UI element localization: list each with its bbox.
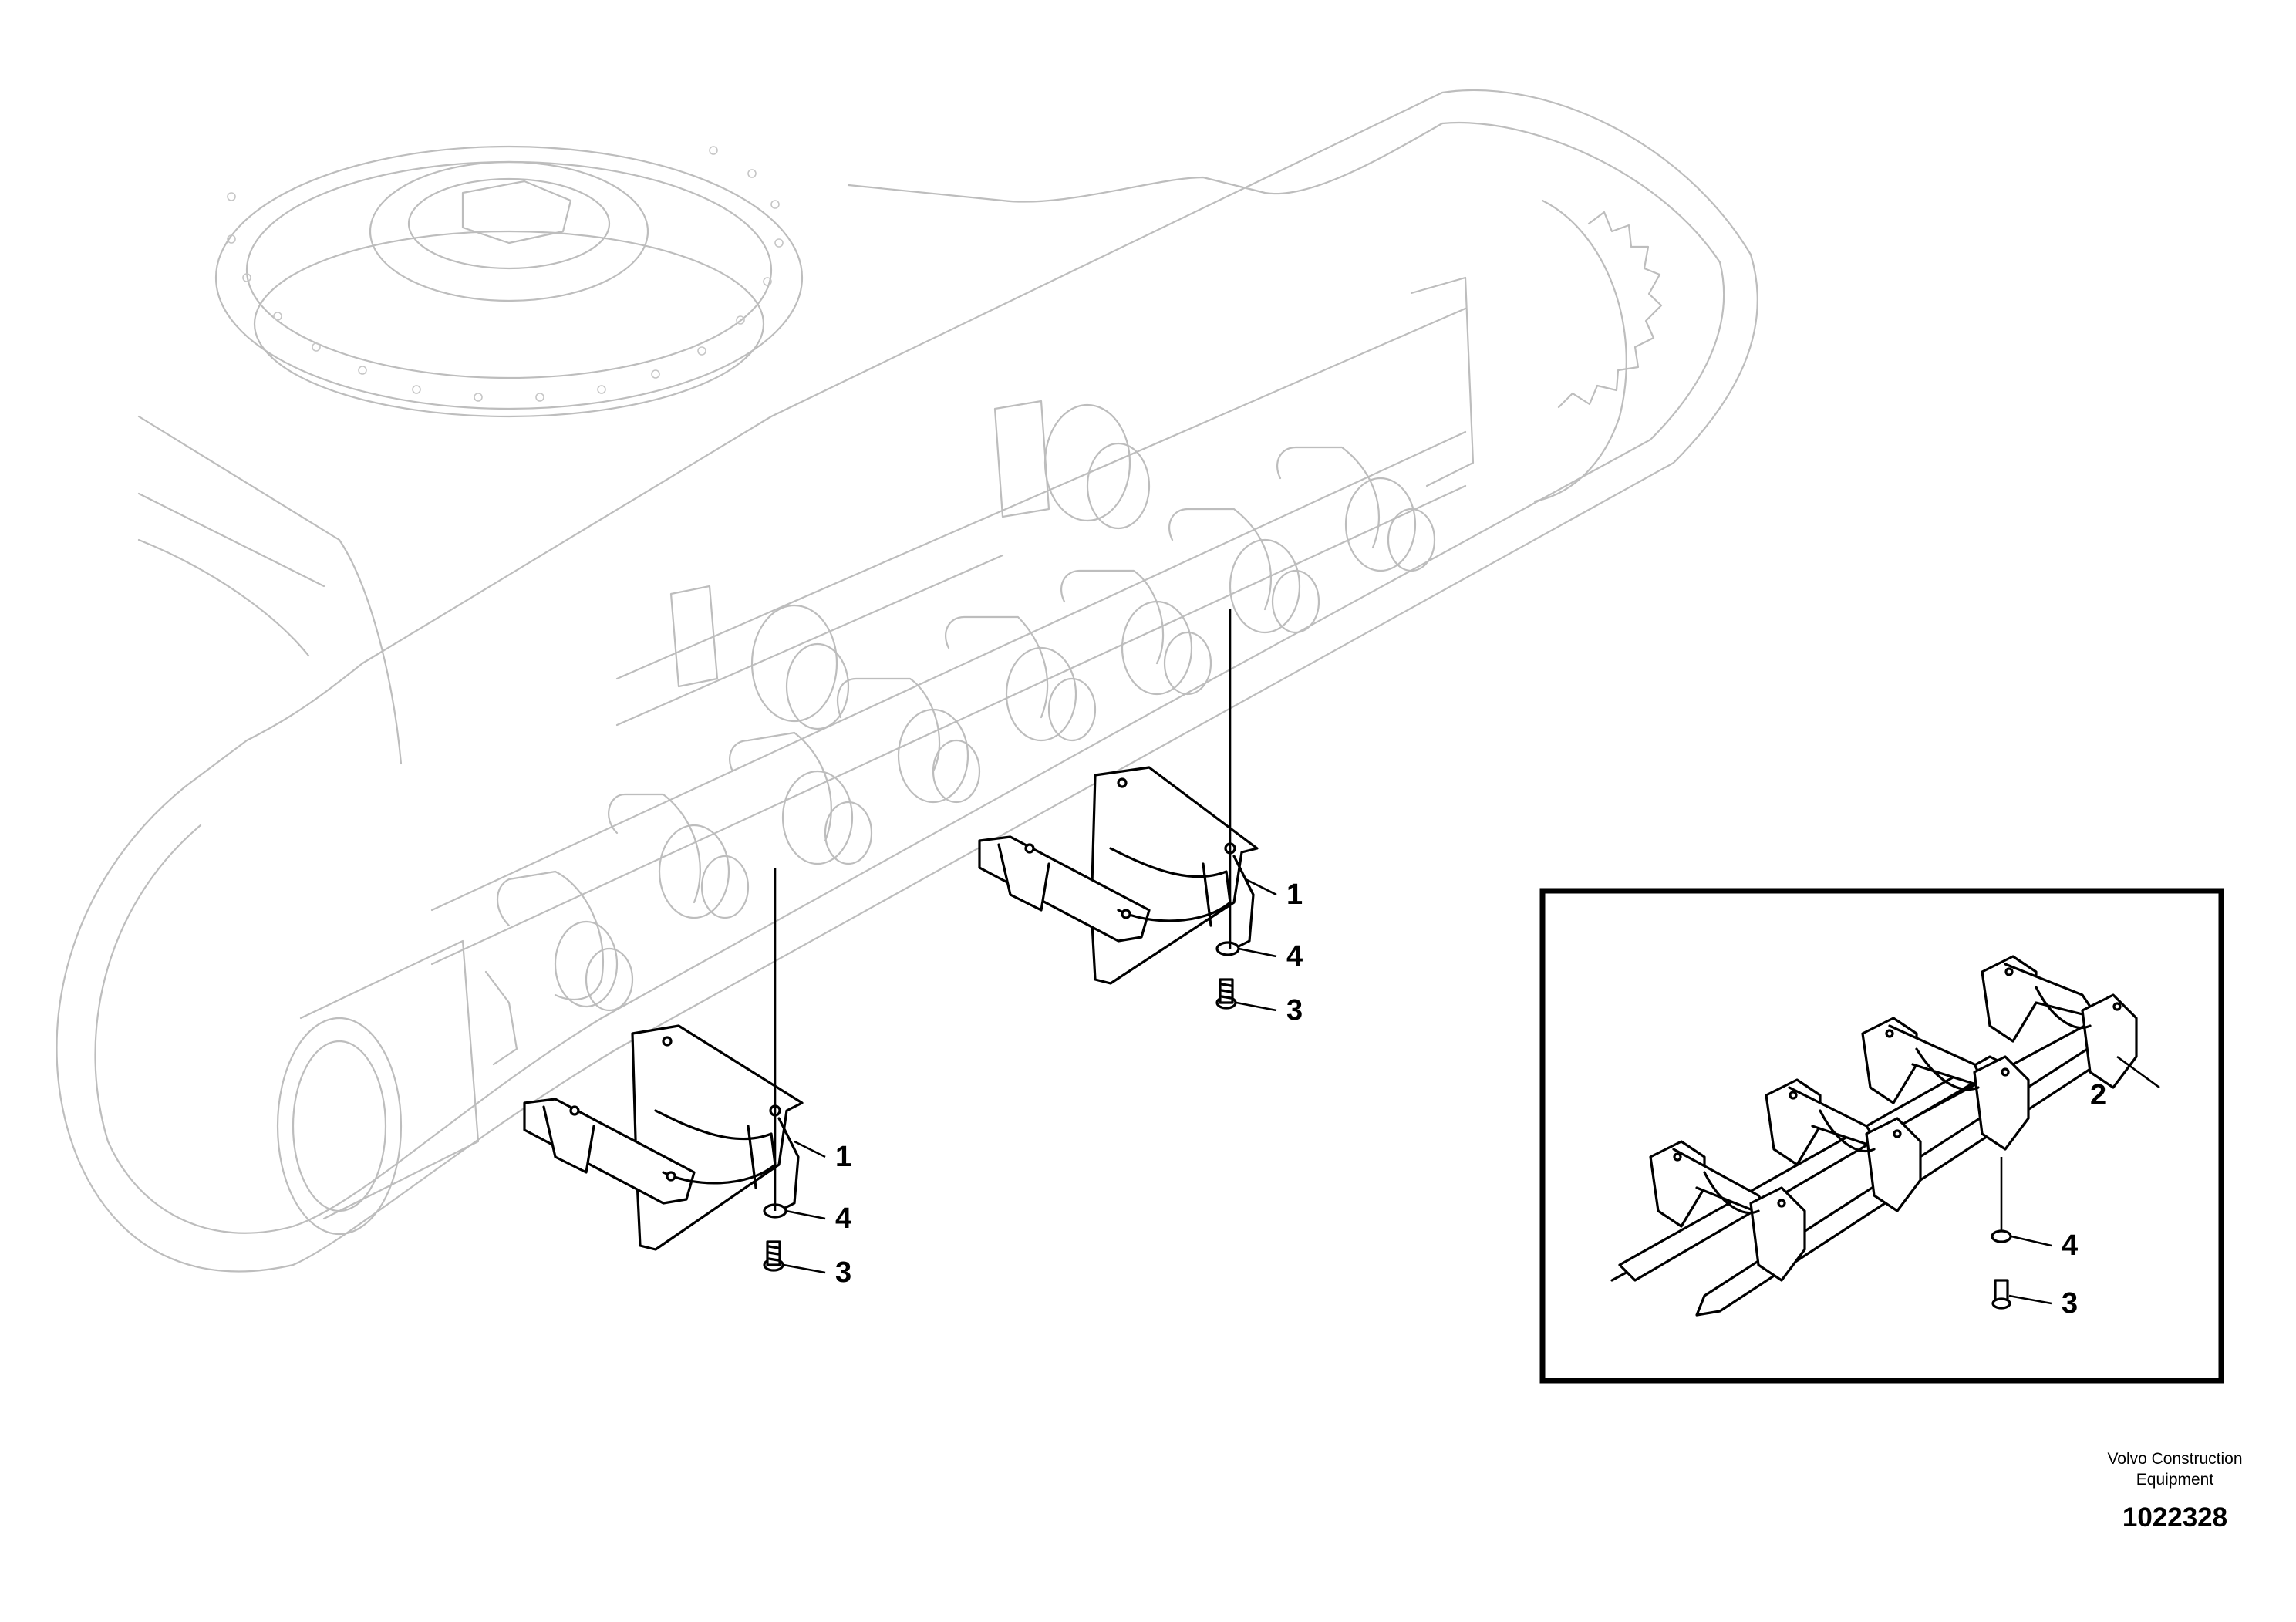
manufacturer-label: Volvo Construction Equipment 1022328 (2052, 1448, 2296, 1533)
callout-4-inset: 4 (2062, 1229, 2078, 1262)
inset-leader-lines (2008, 1055, 2160, 1305)
callout-2-inset: 2 (2090, 1079, 2106, 1111)
drawing-reference-number: 1022328 (2122, 1502, 2228, 1533)
brand-line-1: Volvo Construction (2107, 1450, 2243, 1468)
callout-4-lower: 4 (835, 1202, 851, 1235)
leader-lines (783, 878, 1277, 1274)
track-rollers (484, 400, 1436, 1066)
callout-3-lower: 3 (835, 1256, 851, 1289)
callout-3-inset: 3 (2062, 1287, 2078, 1320)
inset-guard-assembly (1610, 955, 2138, 1317)
brand-line-2: Equipment (2136, 1471, 2214, 1489)
callout-4-upper: 4 (1286, 940, 1303, 973)
callout-1-lower: 1 (835, 1141, 851, 1173)
undercarriage-background (56, 89, 1758, 1273)
roller-guard-lower (523, 1024, 804, 1272)
callout-3-upper: 3 (1286, 994, 1303, 1027)
roller-guard-upper (978, 766, 1259, 1010)
callout-1-upper: 1 (1286, 878, 1303, 911)
